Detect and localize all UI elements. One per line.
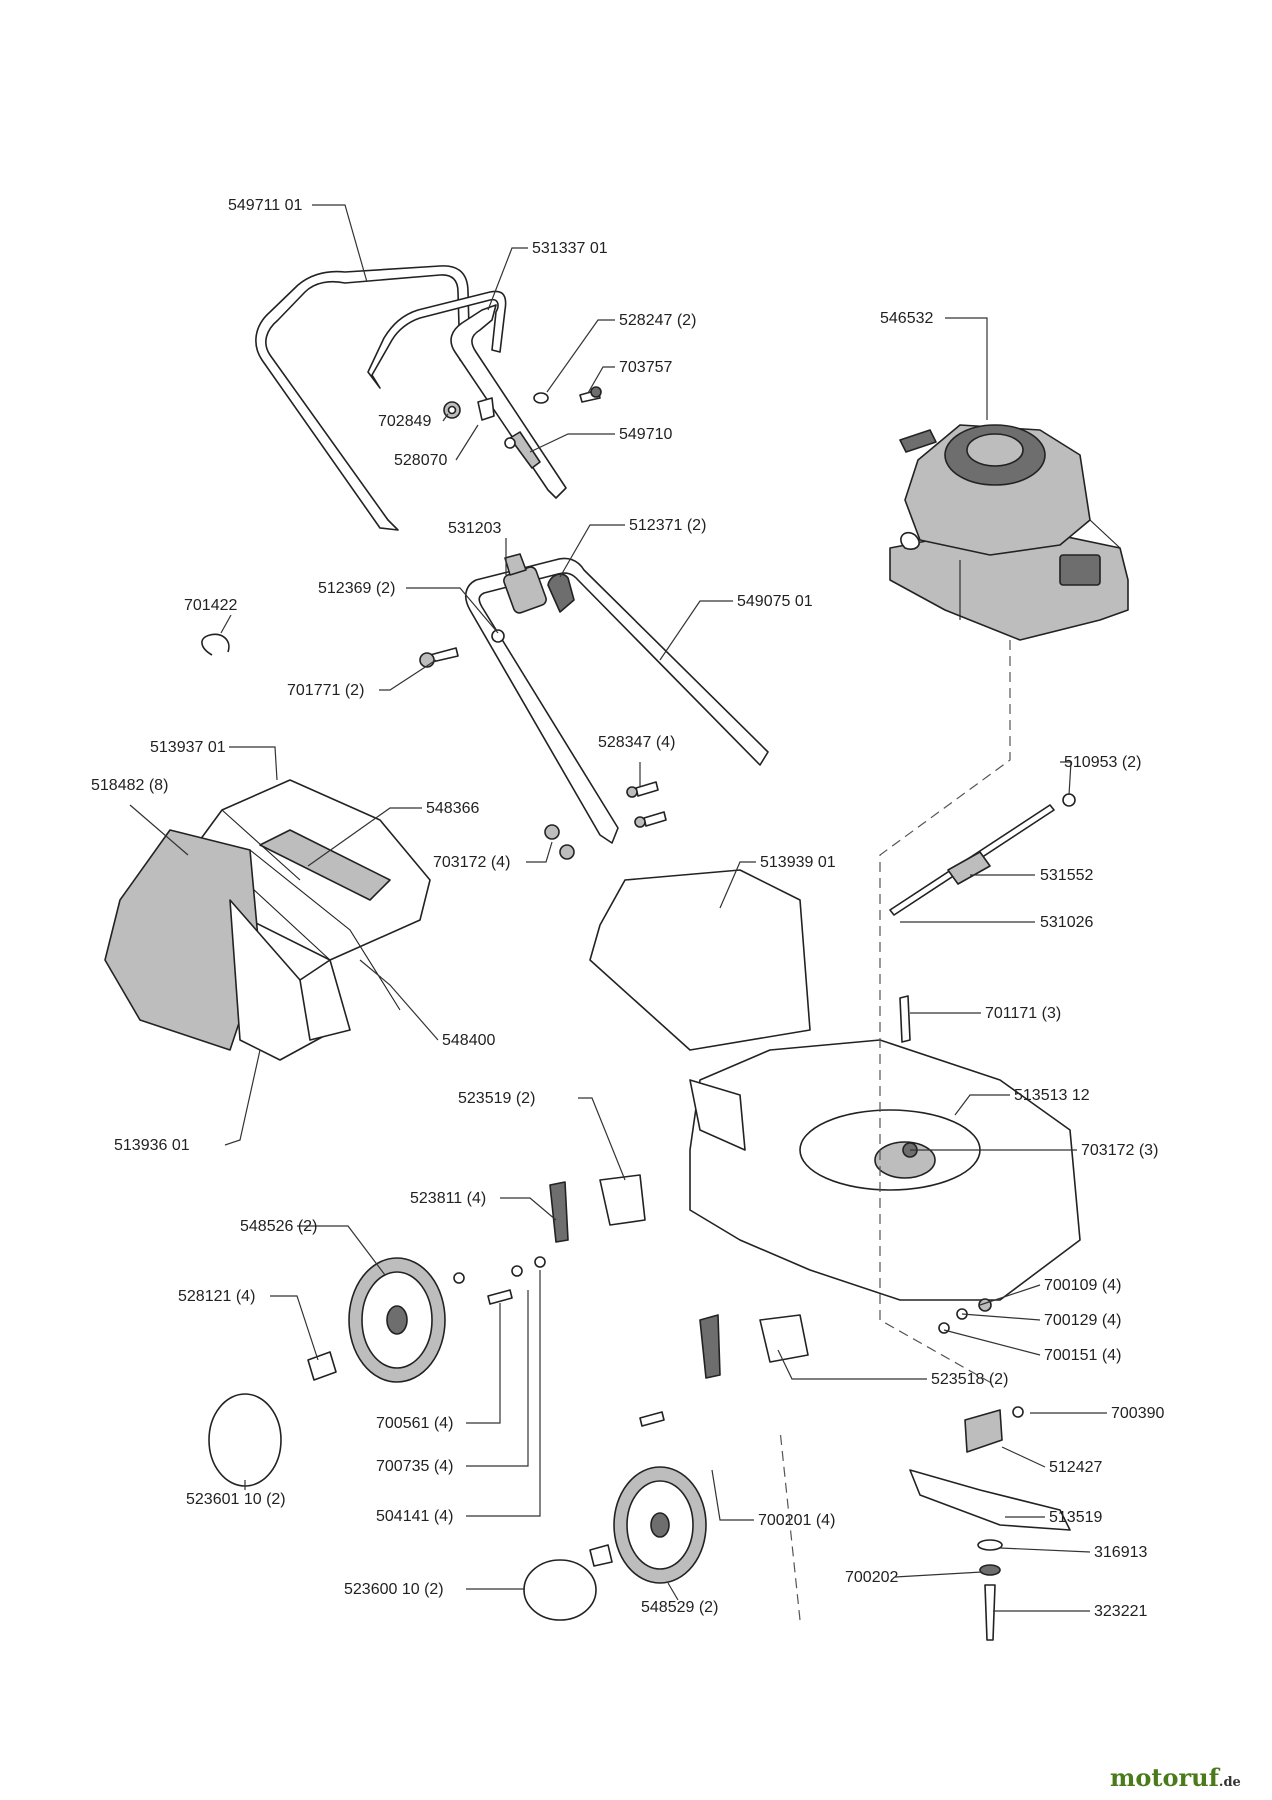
label-513939-01: 513939 01 [760,854,836,871]
label-700202: 700202 [845,1569,898,1586]
label-548400: 548400 [442,1032,495,1049]
front-wheel-part [613,1466,707,1584]
label-513936-01: 513936 01 [114,1137,190,1154]
label-703172-3: 703172 (3) [1081,1142,1158,1159]
label-700561: 700561 (4) [376,1415,453,1432]
grass-catcher-bag [104,829,401,1061]
upper-handle-part [255,265,567,531]
lower-handle-part [419,553,769,844]
label-703757: 703757 [619,359,672,376]
label-701171: 701171 (3) [985,1005,1061,1022]
control-bar-part [367,290,507,389]
hub-cap-rear [208,1393,282,1487]
label-513937-01: 513937 01 [150,739,226,756]
handle-screws [544,781,667,860]
blade-assembly [909,1406,1071,1641]
hub-cap-front [523,1559,597,1621]
rear-deflector-part [589,869,811,1051]
label-549711-01: 549711 01 [228,197,303,214]
mower-deck-part [689,1039,1081,1301]
label-701771: 701771 (2) [287,682,364,699]
axle-bolts [307,1256,665,1567]
label-549075-01: 549075 01 [737,593,813,610]
label-528247: 528247 (2) [619,312,696,329]
assembly-axis-lines [779,640,1011,1621]
brand-tld: .de [1218,1775,1241,1790]
label-700735: 700735 (4) [376,1458,453,1475]
label-700109: 700109 (4) [1044,1277,1121,1294]
motoruf-logo: motoruf.de [1110,1763,1241,1792]
handle-hardware [443,386,602,469]
label-528347: 528347 (4) [598,734,675,751]
height-adjust-brackets [549,1174,809,1379]
label-700201: 700201 (4) [758,1512,835,1529]
label-513519: 513519 [1049,1509,1102,1526]
label-548526: 548526 (2) [240,1218,317,1235]
label-523601-10: 523601 10 (2) [186,1491,286,1508]
label-531026: 531026 [1040,914,1093,931]
brand-name: motoruf [1110,1763,1219,1792]
label-518482: 518482 (8) [91,777,168,794]
label-531552: 531552 [1040,867,1093,884]
label-528121: 528121 (4) [178,1288,255,1305]
spring-rod-assembly [889,793,1076,916]
label-523518: 523518 (2) [931,1371,1008,1388]
label-323221: 323221 [1094,1603,1147,1620]
label-528070: 528070 [394,452,447,469]
label-548366: 548366 [426,800,479,817]
label-512427: 512427 [1049,1459,1102,1476]
label-700129: 700129 (4) [1044,1312,1121,1329]
label-523811: 523811 (4) [410,1190,486,1207]
label-701422: 701422 [184,597,237,614]
label-513513-12: 513513 12 [1014,1087,1090,1104]
part-number-labels: 549711 01 531337 01 528247 (2) 703757 70… [91,197,1164,1620]
label-512371: 512371 (2) [629,517,706,534]
label-512369: 512369 (2) [318,580,395,597]
rear-wheel-part [348,1257,446,1383]
label-504141: 504141 (4) [376,1508,453,1525]
label-316913: 316913 [1094,1544,1147,1561]
label-523519: 523519 (2) [458,1090,535,1107]
label-702849: 702849 [378,413,431,430]
label-546532: 546532 [880,310,933,327]
label-700390: 700390 [1111,1405,1164,1422]
label-548529: 548529 (2) [641,1599,718,1616]
leader-lines [129,204,1107,1612]
label-700151: 700151 (4) [1044,1347,1121,1364]
label-531203: 531203 [448,520,501,537]
label-531337-01: 531337 01 [532,240,608,257]
label-510953: 510953 (2) [1064,754,1141,771]
label-523600-10: 523600 10 (2) [344,1581,444,1598]
engine-part [889,424,1129,641]
clip-part [201,633,230,656]
grass-catcher-frame [199,779,431,961]
label-549710: 549710 [619,426,672,443]
label-703172-4: 703172 (4) [433,854,510,871]
